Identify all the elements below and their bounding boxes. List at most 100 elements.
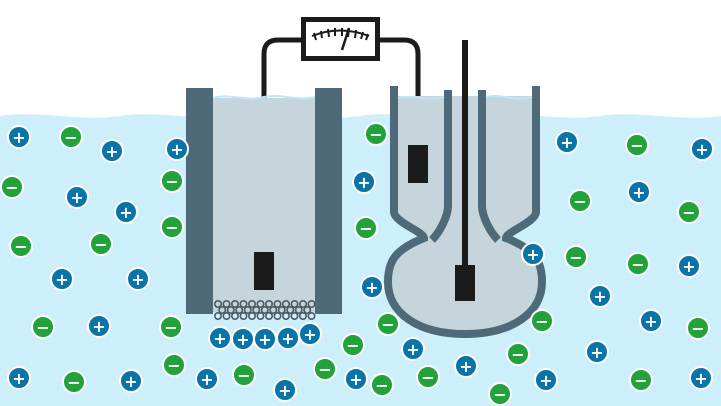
cation-symbol: + <box>200 370 213 389</box>
porous-plug-cell <box>239 311 248 320</box>
porous-plug-cell <box>264 311 273 320</box>
cation-symbol: + <box>406 340 419 359</box>
cation-icon: + <box>627 180 651 204</box>
anion-icon: − <box>506 342 530 366</box>
anion-symbol: − <box>691 319 704 338</box>
anion-icon: − <box>530 309 554 333</box>
cation-symbol: + <box>632 183 645 202</box>
right-cell-outline <box>383 86 547 339</box>
anion-icon: − <box>160 169 184 193</box>
anion-icon: − <box>31 315 55 339</box>
cation-symbol: + <box>539 371 552 390</box>
cation-symbol: + <box>459 357 472 376</box>
anion-icon: − <box>0 175 24 199</box>
anion-icon: − <box>354 216 378 240</box>
right-cell-inner-tube <box>429 90 501 243</box>
anion-icon: − <box>89 232 113 256</box>
porous-plug-cell <box>226 305 235 314</box>
cation-symbol: + <box>644 312 657 331</box>
cation-icon: + <box>689 366 713 390</box>
cation-symbol: + <box>694 369 707 388</box>
anion-symbol: − <box>167 356 180 375</box>
anion-icon: − <box>629 368 653 392</box>
porous-plug <box>214 299 316 320</box>
cation-symbol: + <box>236 330 249 349</box>
porous-plug-cell <box>294 305 303 314</box>
left-wire <box>261 37 305 256</box>
anion-icon: − <box>59 125 83 149</box>
cation-symbol: + <box>131 270 144 289</box>
anion-symbol: − <box>359 219 372 238</box>
porous-plug-cell <box>214 299 223 308</box>
right-electrode-tip <box>455 265 475 301</box>
anion-symbol: − <box>630 136 643 155</box>
anion-symbol: − <box>493 385 506 404</box>
porous-plug-cell <box>303 305 312 314</box>
anion-symbol: − <box>375 376 388 395</box>
porous-plug-cell <box>243 305 252 314</box>
porous-plug-cell <box>252 305 261 314</box>
cation-icon: + <box>165 137 189 161</box>
anion-icon: − <box>686 316 710 340</box>
cation-icon: + <box>253 327 277 351</box>
porous-plug-cell <box>307 299 316 308</box>
cation-icon: + <box>7 366 31 390</box>
anion-icon: − <box>232 363 256 387</box>
anion-icon: − <box>364 122 388 146</box>
cation-icon: + <box>50 267 74 291</box>
anion-icon: − <box>488 382 512 406</box>
cation-symbol: + <box>590 343 603 362</box>
cation-icon: + <box>454 354 478 378</box>
anion-symbol: − <box>346 336 359 355</box>
cation-symbol: + <box>105 142 118 161</box>
anion-icon: − <box>162 353 186 377</box>
porous-plug-cell <box>222 299 231 308</box>
anion-icon: − <box>626 252 650 276</box>
cation-icon: + <box>360 275 384 299</box>
left-electrode <box>254 252 274 290</box>
anion-icon: − <box>568 189 592 213</box>
right-cell <box>383 40 547 339</box>
cation-icon: + <box>7 125 31 149</box>
cation-symbol: + <box>281 329 294 348</box>
anion-symbol: − <box>631 255 644 274</box>
porous-plug-cell <box>281 299 290 308</box>
cation-symbol: + <box>349 370 362 389</box>
left-cell-surface <box>212 95 316 100</box>
left-cell <box>186 88 342 320</box>
anion-symbol: − <box>5 178 18 197</box>
anion-symbol: − <box>511 345 524 364</box>
cation-symbol: + <box>365 278 378 297</box>
cation-icon: + <box>231 327 255 351</box>
porous-plug-cell <box>256 299 265 308</box>
anion-symbol: − <box>165 218 178 237</box>
porous-plug-cell <box>248 299 257 308</box>
cation-symbol: + <box>12 369 25 388</box>
porous-plug-cell <box>239 299 248 308</box>
cation-symbol: + <box>55 270 68 289</box>
cation-icon: + <box>555 130 579 154</box>
porous-plug-cell <box>298 311 307 320</box>
porous-plug-cell <box>290 311 299 320</box>
anion-icon: − <box>160 215 184 239</box>
cation-icon: + <box>639 309 663 333</box>
anion-icon: − <box>416 365 440 389</box>
cation-symbol: + <box>560 133 573 152</box>
porous-plug-cell <box>290 299 299 308</box>
porous-plug-cell <box>256 311 265 320</box>
cation-icon: + <box>126 267 150 291</box>
cation-icon: + <box>677 254 701 278</box>
anion-symbol: − <box>318 360 331 379</box>
cation-icon: + <box>298 322 322 346</box>
cation-icon: + <box>588 284 612 308</box>
porous-plug-cell <box>281 311 290 320</box>
cation-icon: + <box>585 340 609 364</box>
cation-icon: + <box>208 326 232 350</box>
anion-symbol: − <box>535 312 548 331</box>
cation-symbol: + <box>12 128 25 147</box>
anion-symbol: − <box>164 318 177 337</box>
anion-symbol: − <box>381 315 394 334</box>
cation-symbol: + <box>124 372 137 391</box>
